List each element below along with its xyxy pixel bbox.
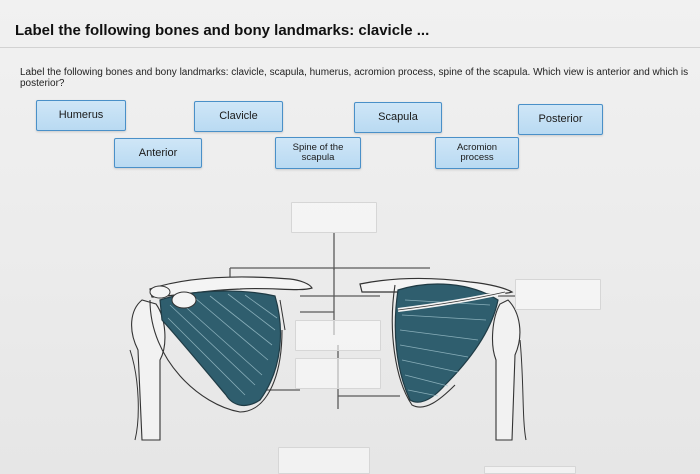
label-spine-of-scapula[interactable]: Spine of the scapula bbox=[275, 137, 361, 169]
drop-zone-4[interactable] bbox=[515, 279, 601, 310]
label-posterior[interactable]: Posterior bbox=[518, 104, 603, 135]
label-acromion-line1: Acromion bbox=[456, 142, 498, 153]
humerus-left bbox=[131, 299, 166, 441]
scapula-muscles-right bbox=[394, 283, 499, 403]
label-clavicle[interactable]: Clavicle bbox=[194, 101, 283, 132]
humerus-right bbox=[491, 299, 521, 441]
question-text: Label the following bones and bony landm… bbox=[20, 67, 689, 89]
label-scapula[interactable]: Scapula bbox=[354, 102, 442, 133]
label-anterior[interactable]: Anterior bbox=[114, 138, 202, 168]
anterior-shoulder-illustration bbox=[129, 276, 313, 441]
subscapularis-muscle-left bbox=[159, 290, 282, 407]
header-divider bbox=[0, 47, 700, 48]
drop-zone-5[interactable] bbox=[278, 447, 370, 474]
label-acromion-line2: process bbox=[460, 152, 494, 163]
drop-zone-6[interactable] bbox=[484, 466, 576, 474]
acromion-left bbox=[149, 285, 171, 299]
coracoid-left bbox=[171, 291, 197, 309]
drop-zone-3[interactable] bbox=[295, 358, 381, 389]
label-spine-line1: Spine of the bbox=[292, 142, 344, 153]
page-title: Label the following bones and bony landm… bbox=[15, 22, 430, 39]
drop-zone-2[interactable] bbox=[295, 320, 381, 351]
label-spine-line2: scapula bbox=[301, 152, 335, 163]
label-humerus[interactable]: Humerus bbox=[36, 100, 126, 131]
posterior-shoulder-illustration bbox=[359, 277, 527, 441]
drop-zone-1[interactable] bbox=[291, 202, 377, 233]
label-acromion-process[interactable]: Acromion process bbox=[435, 137, 519, 169]
